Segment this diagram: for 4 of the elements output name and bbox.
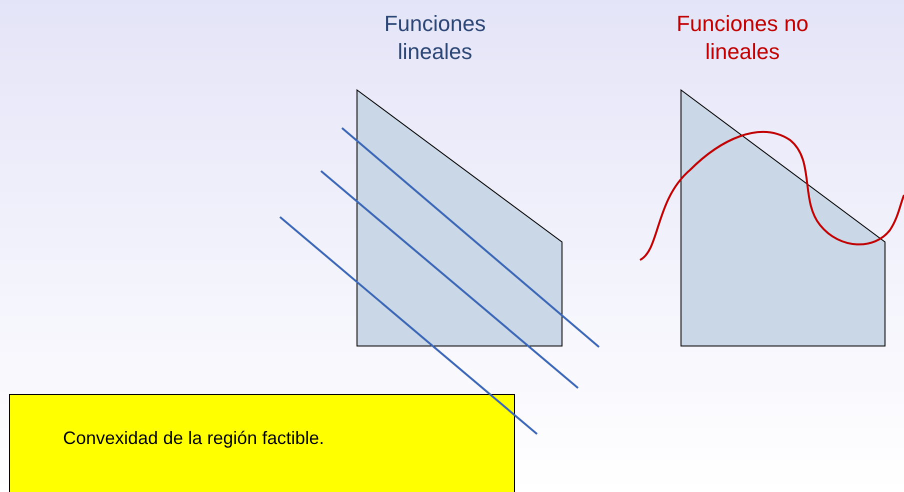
heading: Funciones lineales [383,10,487,66]
note-box [9,394,515,492]
heading: Funciones no lineales [675,10,810,66]
note-text: Convexidad de la región factible. [63,428,324,449]
